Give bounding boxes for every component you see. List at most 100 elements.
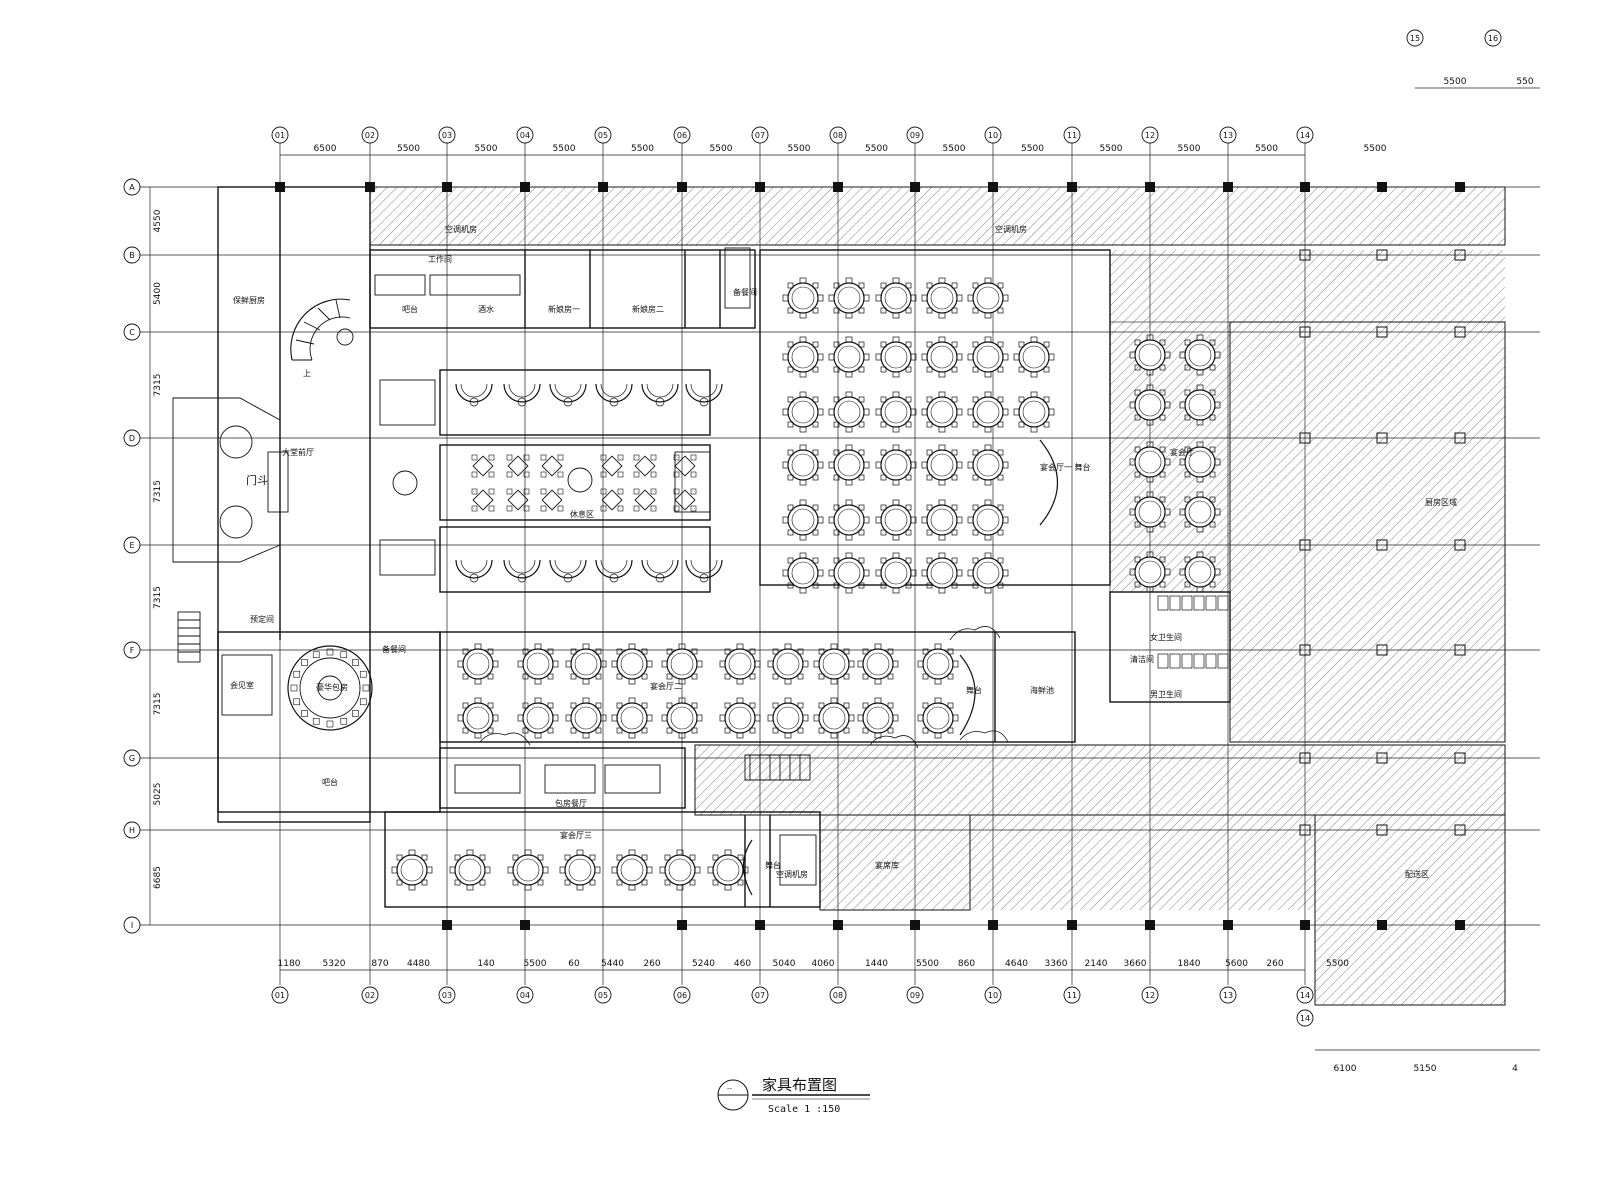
axis-row-H-circle [123,821,141,839]
booth-seat [641,559,679,583]
round-table [921,444,963,486]
booth-seat [455,559,493,583]
axis-row-G-circle [123,749,141,767]
dim-top: 5500 [1021,144,1044,154]
chair [326,720,334,728]
room-label-storage: 备餐间 [733,287,757,297]
axis-bottom-04: 04 [520,991,530,1000]
dim-top: 5500 [1255,144,1278,154]
column [677,920,687,930]
column [833,920,843,930]
dim-bottom: 5500 [916,959,939,969]
round-table [875,444,917,486]
axis-row-E: E [129,541,134,550]
round-table [707,849,749,891]
axis-row-B: B [129,251,135,260]
dim-bottom: 3360 [1045,959,1068,969]
round-table [661,697,703,739]
round-table [921,391,963,433]
axis-bottom-06-circle [673,986,691,1004]
axis-top-12-circle [1141,126,1159,144]
round-table [1013,391,1055,433]
dim-bottom: 860 [958,959,975,969]
dim-bottom: 1180 [278,959,301,969]
toilet-stall [1157,595,1169,611]
dim-bottom: 2140 [1085,959,1108,969]
axis-extra-16: 16 [1488,34,1498,43]
booth-seat [685,383,723,407]
axis-row-A: A [129,183,135,192]
dim-bottom-right: 6100 [1334,1064,1357,1074]
column [910,182,920,192]
axis-top-14-circle [1296,126,1314,144]
dim-top: 5500 [397,144,420,154]
booth-seat [641,383,679,407]
dim-bottom-right: 4 [1512,1064,1518,1074]
axis-bottom-13-circle [1219,986,1237,1004]
axis-top-08-circle [829,126,847,144]
dim-bottom: 4640 [1005,959,1028,969]
title-symbol: -- [727,1085,733,1093]
column [833,182,843,192]
axis-row-E-circle [123,536,141,554]
axis-bottom-07-circle [751,986,769,1004]
round-table [828,391,870,433]
axis-top-12: 12 [1145,131,1155,140]
axis-bottom-06: 06 [677,991,687,1000]
axis-top-13-circle [1219,126,1237,144]
axis-bottom-12: 12 [1145,991,1155,1000]
chair [290,684,298,692]
axis-top-10-circle [984,126,1002,144]
square-table [600,454,624,478]
booth-seat [503,383,541,407]
round-table [967,391,1009,433]
column [1223,920,1233,930]
axis-bottom-01-circle [271,986,289,1004]
axis-top-05-circle [594,126,612,144]
square-table [540,488,564,512]
room-label-east-hall: 宴会厅 [1170,447,1194,457]
axis-bottom-05: 05 [598,991,608,1000]
round-table [828,336,870,378]
booth-seat [595,559,633,583]
chair [301,710,308,717]
room-label-kitchen: 保鲜厨房 [233,295,265,305]
column [1377,920,1387,930]
round-table [559,849,601,891]
toilet-stall [1193,653,1205,669]
room-label-lobby: 大堂前厅 [282,447,314,457]
column [1377,182,1387,192]
axis-top-06-circle [673,126,691,144]
dim-bottom: 870 [371,959,388,969]
room-label-banquet-1-stage: 宴会厅一 舞台 [1040,462,1091,472]
misc-fixtures [172,247,1058,896]
dim-bottom: 60 [568,959,580,969]
round-table [457,697,499,739]
round-table [967,499,1009,541]
axis-bottom-10-circle [984,986,1002,1004]
room-label-vip-lounge: 会见室 [230,680,254,690]
dim-left: 6685 [153,866,163,889]
round-table [921,277,963,319]
dim-top: 5500 [788,144,811,154]
toilet-stall [1169,595,1181,611]
axis-top-11: 11 [1067,131,1077,140]
dim-top-right: 5500 [1364,144,1387,154]
dim-left: 5400 [153,282,163,305]
square-table [506,454,530,478]
chair [293,698,301,706]
axis-bottom-01: 01 [275,991,285,1000]
column [520,920,530,930]
room-label-stage-2: 舞台 [966,685,982,695]
booth-seat [595,383,633,407]
axis-bottom-14-circle [1296,986,1314,1004]
dim-left: 7315 [153,480,163,503]
axis-top-01-circle [271,126,289,144]
dim-bottom: 4480 [407,959,430,969]
column [275,182,285,192]
round-table [828,444,870,486]
axis-top-10: 10 [988,131,998,140]
axis-top-03: 03 [442,131,452,140]
axis-row-F-circle [123,641,141,659]
toilet-stall [1193,595,1205,611]
